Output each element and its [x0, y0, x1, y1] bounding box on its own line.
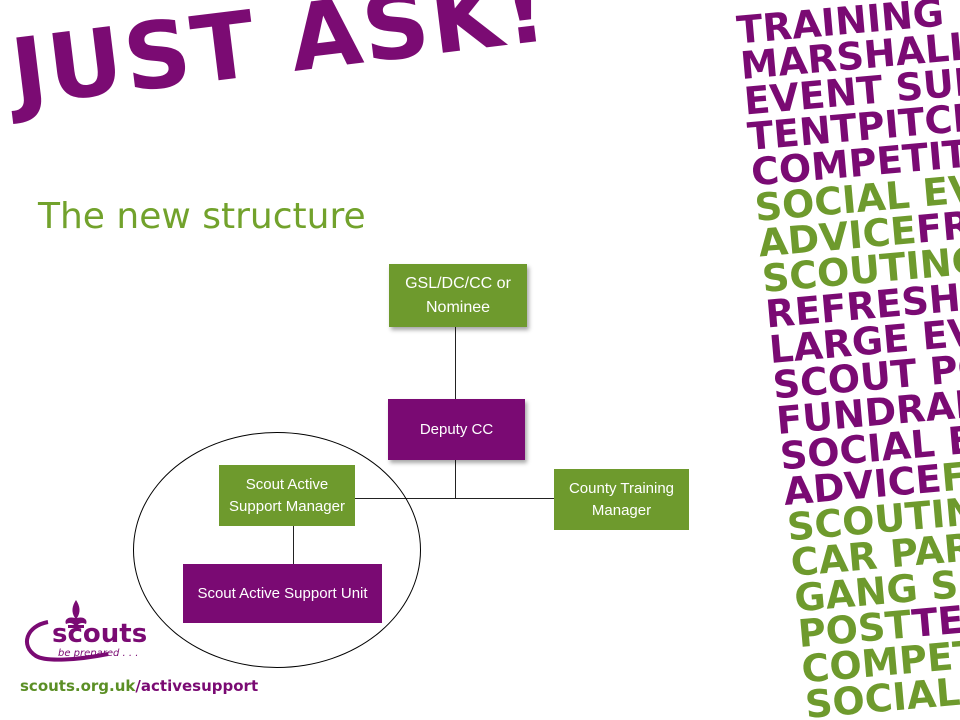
fleur-de-lis-icon	[65, 600, 87, 628]
site-url-domain: scouts.org.uk	[20, 677, 136, 695]
node-scout-active-support-unit: Scout Active Support Unit	[183, 564, 382, 623]
logo-tagline: be prepared . . .	[58, 648, 138, 659]
connector-horizontal	[355, 498, 554, 499]
node-unit-label: Scout Active Support Unit	[197, 584, 368, 602]
site-url-path: /activesupport	[135, 677, 259, 695]
node-gsl-dc-cc-label: GSL/DC/CC or Nominee	[405, 275, 511, 316]
support-unit-ellipse	[133, 432, 421, 668]
node-deputy-cc: Deputy CC	[388, 399, 525, 460]
logo-wordmark: scouts	[52, 619, 147, 649]
node-county-training-manager: County Training Manager	[554, 469, 689, 530]
node-sasm-label: Scout Active Support Manager	[229, 475, 345, 515]
node-gsl-dc-cc: GSL/DC/CC or Nominee	[389, 264, 527, 327]
slide-subtitle: The new structure	[38, 196, 366, 237]
scouts-logo: scouts be prepared . . .	[18, 596, 238, 706]
site-url[interactable]: scouts.org.uk/activesupport	[20, 677, 258, 695]
slide-headline: JUST ASK!	[5, 0, 554, 127]
node-scout-active-support-manager: Scout Active Support Manager	[219, 465, 355, 526]
connector-top-to-deputy	[455, 327, 456, 399]
node-ctm-label: County Training Manager	[568, 479, 675, 519]
connector-deputy-down	[455, 460, 456, 499]
node-deputy-cc-label: Deputy CC	[419, 420, 494, 438]
